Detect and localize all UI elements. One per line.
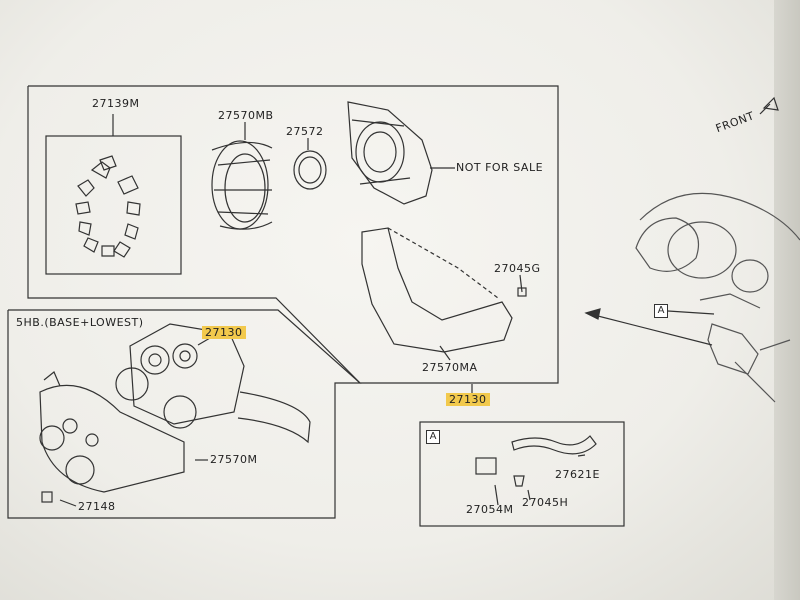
callout-arrow-line: [589, 313, 713, 346]
label-27130-inner-highlighted: 27130: [202, 326, 246, 339]
lower-cover-drawing: [361, 227, 527, 353]
callout-a-marker: A: [654, 304, 668, 318]
label-27148: 27148: [78, 500, 116, 513]
label-27572: 27572: [286, 125, 324, 138]
hose-drawing: [511, 435, 597, 455]
label-27621e: 27621E: [555, 468, 600, 481]
detail-a-box: [419, 421, 625, 527]
sensor-drawing: [475, 457, 497, 475]
label-27139m: 27139M: [92, 97, 140, 110]
variant-label: 5HB.(BASE+LOWEST): [16, 316, 144, 329]
label-27570ma: 27570MA: [422, 361, 478, 374]
front-arrow-icon: [759, 96, 779, 115]
dashboard-sketch: [635, 192, 800, 403]
ring-part-drawing: [293, 150, 327, 190]
label-27130-highlighted: 27130: [446, 393, 490, 406]
screw-drawing: [513, 475, 525, 487]
not-for-sale-assembly-drawing: [347, 101, 433, 205]
label-27045h: 27045H: [522, 496, 569, 509]
cluster-assembly-drawing: [115, 323, 311, 444]
knob-caps-drawing: [75, 155, 141, 258]
label-27570m: 27570M: [210, 453, 258, 466]
detail-a-marker: A: [426, 430, 440, 444]
label-27054m: 27054M: [466, 503, 514, 516]
label-not-for-sale: NOT FOR SALE: [456, 161, 544, 174]
monitor-bezel: [774, 0, 800, 600]
front-bezel-drawing: [39, 371, 185, 493]
clip-drawing: [41, 491, 53, 503]
lower-box-outline: [7, 309, 362, 519]
ring-housing-drawing: [211, 140, 273, 230]
label-27045g: 27045G: [494, 262, 541, 275]
label-27570mb: 27570MB: [218, 109, 274, 122]
